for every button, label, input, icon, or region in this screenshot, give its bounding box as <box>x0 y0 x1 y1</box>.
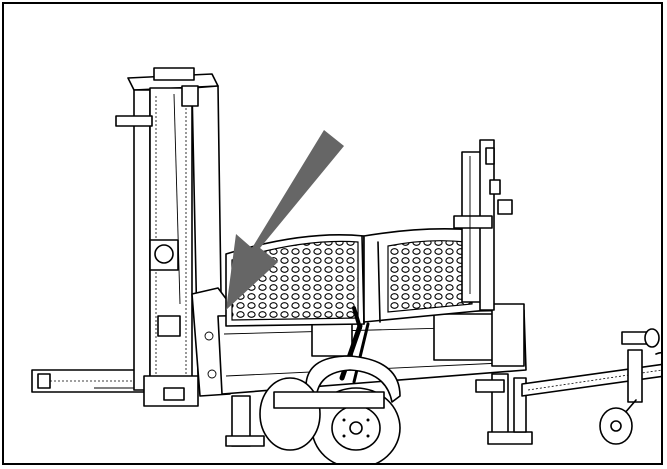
rear-upright <box>453 139 513 311</box>
indicator-arrow <box>226 130 344 310</box>
support-legs <box>225 373 533 447</box>
tow-bar <box>521 328 661 445</box>
vertical-column <box>115 67 223 407</box>
log-splitter-illustration <box>31 67 661 463</box>
main-body <box>217 303 527 395</box>
illustration-frame <box>2 2 663 465</box>
main-wheel <box>259 355 401 463</box>
